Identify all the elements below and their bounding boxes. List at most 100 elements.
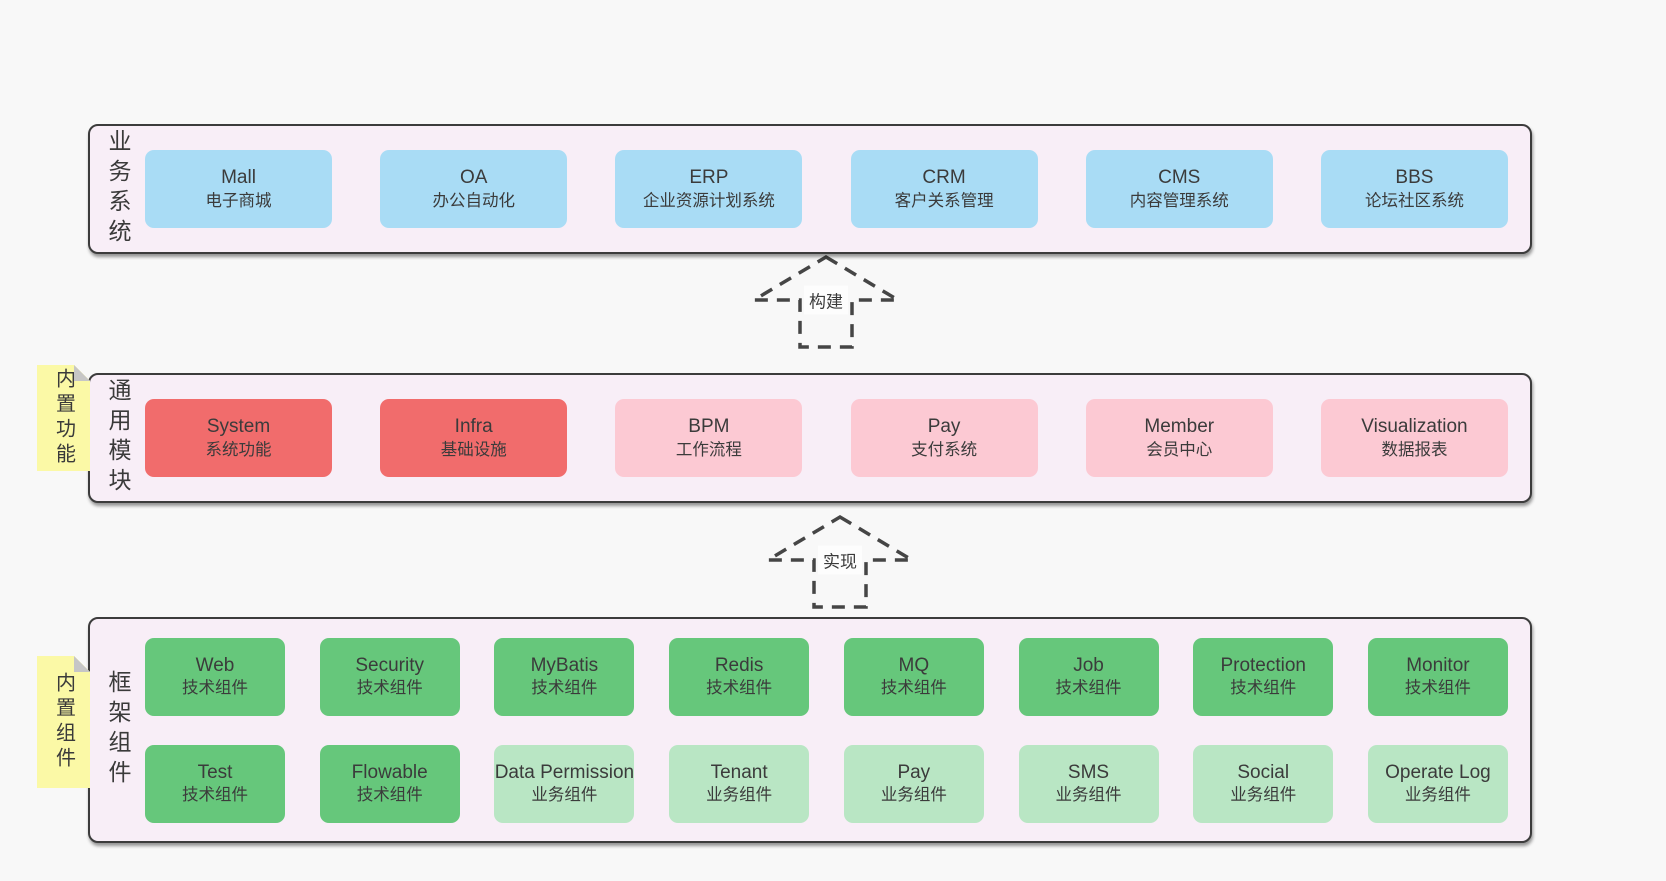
box-subtitle: 论坛社区系统: [1364, 191, 1464, 210]
box-title: Tenant: [710, 761, 768, 783]
box-pay: Pay 支付系统: [850, 399, 1038, 477]
box-title: CMS: [1158, 167, 1201, 189]
section-label-text: 通用模块: [105, 378, 131, 498]
modules-boxes-row: System 系统功能 Infra 基础设施 BPM 工作流程 Pay 支付系统…: [145, 399, 1508, 477]
arrow-label: 实现: [818, 545, 862, 575]
box-subtitle: 电子商城: [205, 191, 272, 210]
box-job: Job 技术组件: [1018, 637, 1159, 716]
box-crm: CRM 客户关系管理: [850, 150, 1038, 228]
box-subtitle: 业务组件: [531, 786, 598, 805]
section-label-text: 业务系统: [105, 129, 131, 249]
implement-arrow-icon: 实现: [760, 514, 920, 610]
section-label-text: 框架组件: [105, 670, 131, 790]
section-framework-components: 框架组件 Web 技术组件 Security 技术组件 MyBatis 技术组件…: [88, 617, 1532, 843]
box-title: Flowable: [351, 761, 428, 783]
box-subtitle: 业务组件: [880, 786, 947, 805]
arrow-label: 构建: [804, 285, 848, 315]
box-subtitle: 技术组件: [356, 679, 423, 698]
section-label-business: 业务系统: [90, 126, 145, 252]
box-social: Social 业务组件: [1193, 744, 1334, 823]
box-test: Test 技术组件: [145, 744, 285, 823]
box-subtitle: 会员中心: [1146, 440, 1213, 459]
box-subtitle: 业务组件: [706, 786, 773, 805]
box-oa: OA 办公自动化: [380, 150, 568, 228]
box-subtitle: 企业资源计划系统: [642, 191, 775, 210]
box-title: Infra: [454, 416, 493, 438]
box-title: Member: [1144, 416, 1215, 438]
box-title: Pay: [927, 416, 961, 438]
box-subtitle: 技术组件: [880, 679, 947, 698]
box-subtitle: 内容管理系统: [1129, 191, 1229, 210]
box-mall: Mall 电子商城: [145, 150, 332, 228]
box-subtitle: 技术组件: [531, 679, 598, 698]
build-arrow-icon: 构建: [746, 254, 906, 350]
box-visualization: Visualization 数据报表: [1320, 399, 1508, 477]
box-subtitle: 工作流程: [675, 440, 742, 459]
box-security: Security 技术组件: [319, 637, 460, 716]
box-title: Security: [355, 654, 425, 676]
box-subtitle: 支付系统: [911, 440, 978, 459]
up-arrow-dashed-icon: [747, 254, 905, 349]
section-label-components: 框架组件: [90, 619, 145, 841]
box-subtitle: 基础设施: [440, 440, 507, 459]
box-title: MQ: [898, 654, 930, 676]
box-cms: CMS 内容管理系统: [1085, 150, 1273, 228]
box-operate-log: Operate Log 业务组件: [1367, 744, 1508, 823]
box-title: OA: [459, 167, 488, 189]
box-mq: MQ 技术组件: [843, 637, 984, 716]
box-subtitle: 技术组件: [1055, 679, 1122, 698]
box-title: BPM: [688, 416, 730, 438]
box-subtitle: 技术组件: [1230, 679, 1297, 698]
box-title: Data Permission: [494, 761, 635, 783]
box-title: ERP: [689, 167, 729, 189]
box-bpm: BPM 工作流程: [615, 399, 803, 477]
up-arrow-dashed-icon: [761, 514, 919, 609]
box-title: SMS: [1067, 761, 1110, 783]
box-data-permission: Data Permission 业务组件: [494, 744, 635, 823]
box-subtitle: 业务组件: [1230, 786, 1297, 805]
box-sms: SMS 业务组件: [1018, 744, 1159, 823]
box-subtitle: 办公自动化: [432, 191, 515, 210]
section-business-systems: 业务系统 Mall 电子商城 OA 办公自动化 ERP 企业资源计划系统 CRM: [88, 124, 1532, 254]
box-web: Web 技术组件: [145, 637, 285, 716]
sticky-note-text: 内置组件: [52, 672, 75, 772]
box-redis: Redis 技术组件: [669, 637, 810, 716]
box-title: MyBatis: [530, 654, 599, 676]
box-title: Test: [197, 761, 233, 783]
box-title: Operate Log: [1385, 761, 1491, 783]
section-common-modules: 通用模块 System 系统功能 Infra 基础设施 BPM 工作流程 Pay: [88, 373, 1532, 503]
box-subtitle: 数据报表: [1381, 440, 1448, 459]
box-title: Visualization: [1361, 416, 1468, 438]
sticky-note-builtin-components: 内置组件: [37, 656, 90, 788]
box-subtitle: 业务组件: [1404, 786, 1471, 805]
box-subtitle: 技术组件: [182, 679, 248, 698]
box-title: System: [206, 416, 271, 438]
box-infra: Infra 基础设施: [380, 399, 568, 477]
box-title: Monitor: [1406, 654, 1470, 676]
box-title: Pay: [897, 761, 931, 783]
box-monitor: Monitor 技术组件: [1367, 637, 1508, 716]
box-pay-business: Pay 业务组件: [843, 744, 984, 823]
box-subtitle: 技术组件: [706, 679, 773, 698]
box-mybatis: MyBatis 技术组件: [494, 637, 635, 716]
box-title: BBS: [1395, 167, 1434, 189]
components-row-2: Test 技术组件 Flowable 技术组件 Data Permission …: [145, 744, 1508, 823]
box-title: CRM: [922, 167, 966, 189]
box-flowable: Flowable 技术组件: [319, 744, 460, 823]
box-tenant: Tenant 业务组件: [669, 744, 810, 823]
business-boxes-row: Mall 电子商城 OA 办公自动化 ERP 企业资源计划系统 CRM 客户关系…: [145, 150, 1508, 228]
box-erp: ERP 企业资源计划系统: [615, 150, 803, 228]
box-subtitle: 技术组件: [356, 786, 423, 805]
box-subtitle: 技术组件: [182, 786, 248, 805]
box-subtitle: 技术组件: [1404, 679, 1471, 698]
box-bbs: BBS 论坛社区系统: [1320, 150, 1508, 228]
box-system: System 系统功能: [145, 399, 332, 477]
box-protection: Protection 技术组件: [1193, 637, 1334, 716]
sticky-note-text: 内置功能: [52, 368, 75, 468]
box-title: Social: [1237, 761, 1290, 783]
box-title: Web: [195, 654, 235, 676]
box-subtitle: 业务组件: [1055, 786, 1122, 805]
box-title: Mall: [221, 167, 256, 189]
box-title: Protection: [1220, 654, 1306, 676]
